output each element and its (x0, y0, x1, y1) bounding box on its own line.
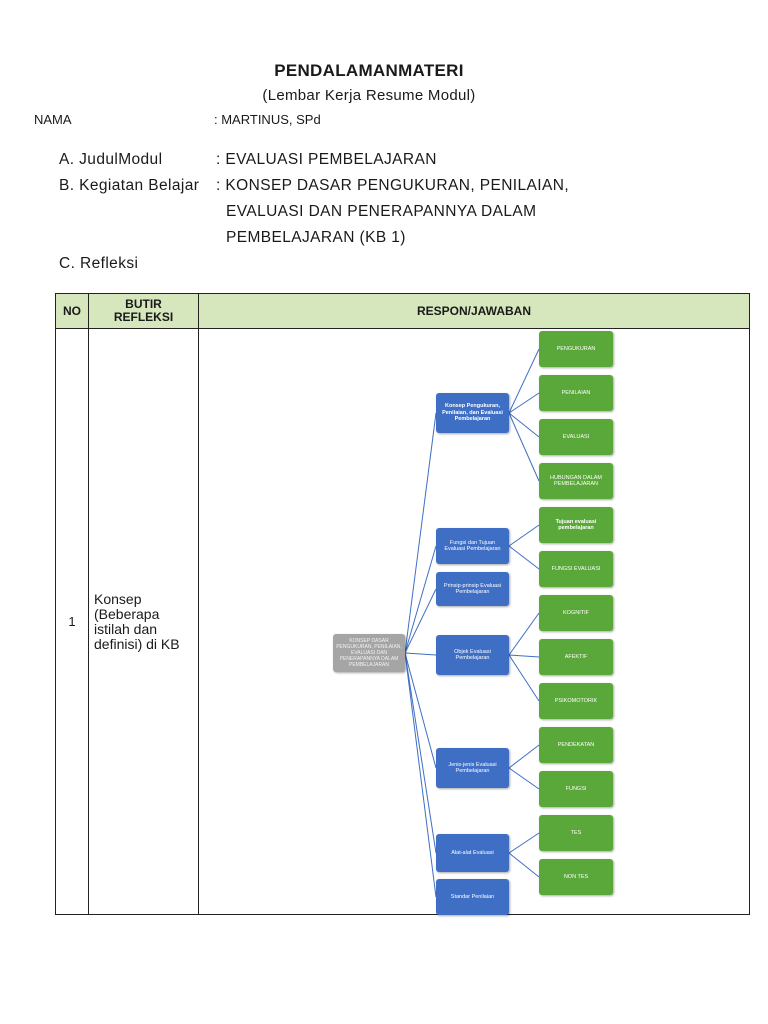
section-a-value: : EVALUASI PEMBELAJARAN (216, 151, 437, 168)
connector-branch-0-leaf-3 (508, 412, 540, 482)
butir-refleksi-cell: Konsep (Beberapa istilah dan definisi) d… (88, 328, 199, 915)
connector-branch-4-leaf-1 (508, 767, 540, 790)
row-number: 1 (55, 328, 89, 915)
connector-root-branch-4 (404, 652, 437, 769)
connector-branch-0-leaf-2 (508, 412, 540, 438)
mindmap-branch-fungsi-tujuan: Fungsi dan Tujuan Evaluasi Pembelajaran (436, 528, 509, 564)
nama-label: NAMA (34, 112, 72, 127)
connector-branch-1-leaf-1 (508, 545, 540, 570)
mindmap-branch-alat: Alat-alat Evaluasi (436, 834, 509, 872)
mindmap-leaf-kognitif: KOGNITIF (539, 595, 613, 631)
connector-root-branch-5 (404, 652, 437, 854)
section-c-label: C. Refleksi (59, 255, 139, 272)
connector-root-branch-6 (404, 652, 437, 898)
connector-root-branch-3 (404, 652, 437, 656)
mindmap-leaf-pengukuran: PENGUKURAN (539, 331, 613, 367)
mindmap-leaf-tes: TES (539, 815, 613, 851)
connector-branch-3-leaf-1 (508, 654, 540, 658)
nama-value: : MARTINUS, SPd (214, 112, 321, 127)
header-butir-refleksi: BUTIR REFLEKSI (88, 293, 199, 329)
section-b-value-line2: EVALUASI DAN PENERAPANNYA DALAM (226, 203, 537, 220)
connector-branch-0-leaf-1 (508, 392, 540, 414)
header-respon-jawaban: RESPON/JAWABAN (198, 293, 750, 329)
connector-branch-3-leaf-0 (508, 612, 540, 656)
document-title: PENDALAMANMATERI (274, 61, 464, 80)
table-row: 1 Konsep (Beberapa istilah dan definisi)… (55, 328, 750, 915)
connector-branch-5-leaf-0 (508, 832, 540, 854)
mindmap-root: KONSEP DASAR PENGUKURAN, PENILAIAN, EVAL… (333, 634, 405, 672)
connector-root-branch-2 (404, 588, 437, 654)
mindmap-leaf-afektif: AFEKTIF (539, 639, 613, 675)
mindmap-leaf-psikomotorik: PSIKOMOTORIK (539, 683, 613, 719)
mindmap-leaf-fungsi: FUNGSI (539, 771, 613, 807)
mindmap-leaf-tujuan-evaluasi: Tujuan evaluasi pembelajaran (539, 507, 613, 543)
mindmap-leaf-hubungan: HUBUNGAN DALAM PEMBELAJARAN (539, 463, 613, 499)
section-b-value-line3: PEMBELAJARAN (KB 1) (226, 229, 406, 246)
mindmap-branch-standar: Standar Penilaian (436, 879, 509, 915)
document-subtitle: (Lembar Kerja Resume Modul) (262, 87, 476, 104)
section-a-label: A. JudulModul (59, 151, 163, 168)
connector-branch-5-leaf-1 (508, 852, 540, 878)
section-b-value-line1: : KONSEP DASAR PENGUKURAN, PENILAIAN, (216, 177, 570, 194)
mindmap-branch-jenis: Jenis-jenis Evaluasi Pembelajaran (436, 748, 509, 788)
mindmap-branch-prinsip: Prinsip-prinsip Evaluasi Pembelajaran (436, 572, 509, 606)
connector-branch-3-leaf-2 (508, 654, 540, 702)
section-b-label: B. Kegiatan Belajar (59, 177, 200, 194)
connector-root-branch-0 (404, 412, 437, 654)
mindmap-leaf-evaluasi: EVALUASI (539, 419, 613, 455)
connector-root-branch-1 (404, 545, 437, 654)
mindmap-branch-objek: Objek Evaluasi Pembelajaran (436, 635, 509, 675)
header-no: NO (55, 293, 89, 329)
refleksi-table: NO BUTIR REFLEKSI RESPON/JAWABAN 1 Konse… (55, 293, 750, 915)
respon-cell: KONSEP DASAR PENGUKURAN, PENILAIAN, EVAL… (198, 328, 750, 915)
mindmap-branch-konsep: Konsep Pengukuran, Penilaian, dan Evalua… (436, 393, 509, 433)
connector-branch-4-leaf-0 (508, 744, 540, 769)
mindmap-leaf-pendekatan: PENDEKATAN (539, 727, 613, 763)
mindmap-leaf-non-tes: NON TES (539, 859, 613, 895)
mindmap-leaf-penilaian: PENILAIAN (539, 375, 613, 411)
table-header-row: NO BUTIR REFLEKSI RESPON/JAWABAN (55, 293, 750, 329)
connector-branch-1-leaf-0 (508, 524, 540, 547)
mindmap-leaf-fungsi-evaluasi: FUNGSI EVALUASI (539, 551, 613, 587)
mindmap-connectors (404, 348, 540, 898)
connector-branch-0-leaf-0 (508, 348, 540, 414)
